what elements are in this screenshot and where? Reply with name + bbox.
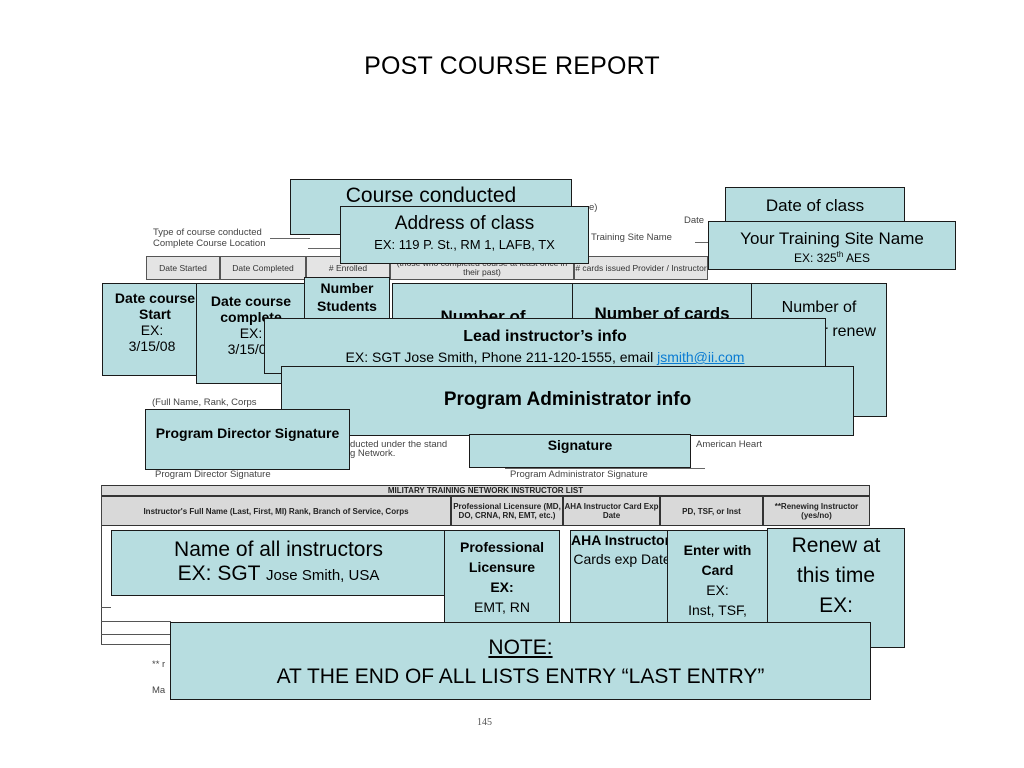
table-row (101, 607, 111, 608)
training-site-line (695, 242, 709, 243)
header-cards-issued: # cards issued Provider / Instructor (574, 256, 708, 280)
note-text: AT THE END OF ALL LISTS ENTRY “LAST ENTR… (276, 665, 765, 688)
renew-line-3: EX: (819, 594, 853, 617)
training-site-label: Training Site Name (591, 232, 672, 243)
pa-signature-label: Program Administrator Signature (510, 469, 648, 480)
callout-professional-licensure: Professional Licensure EX: EMT, RN (444, 530, 560, 631)
footnote-ma: Ma (152, 685, 166, 696)
lead-instructor-example: EX: SGT Jose Smith, Phone 211-120-1555, … (265, 349, 825, 365)
col-licensure: Professional Licensure (MD, DO, CRNA, RN… (451, 496, 563, 526)
form-bracket-e: e) (589, 202, 598, 213)
callout-program-director-signature: Program Director Signature (145, 409, 350, 470)
callout-course-conducted-text: Course conducted (345, 184, 517, 207)
lead-instructor-title: Lead instructor’s info (463, 328, 627, 345)
header-date-completed: Date Completed (220, 256, 306, 280)
footnote-star: ** r (152, 659, 166, 670)
page-title: POST COURSE REPORT (364, 52, 660, 80)
header-date-started: Date Started (146, 256, 220, 280)
table-row (101, 621, 171, 622)
page-number: 145 (477, 717, 492, 728)
table-left-border (101, 485, 102, 645)
callout-training-site: Your Training Site Name EX: 325th AES (708, 221, 956, 270)
callout-date-of-class-text: Date of class (765, 196, 865, 215)
renew-line-1: Renew at (791, 534, 881, 557)
program-admin-text: Program Administrator info (443, 389, 692, 410)
pa-signature-line (505, 468, 705, 469)
callout-aha-instructor: AHA Instructor or TSF Cards exp Date (570, 530, 674, 631)
prof-licensure-title: Professional Licensure (459, 539, 545, 575)
date-complete-value: 3/15/08 (227, 341, 275, 357)
address-example: EX: 119 P. St., RM 1, LAFB, TX (374, 237, 555, 252)
enter-with-card-value: Inst, TSF, (688, 602, 747, 618)
table-row (101, 634, 171, 635)
callout-enter-with-card: Enter with Card EX: Inst, TSF, (667, 530, 768, 631)
date-start-value: 3/15/08 (128, 338, 176, 354)
table-row (101, 644, 171, 645)
col-aha-card: AHA Instructor Card Exp Date (563, 496, 660, 526)
renew-line-2: this time (796, 564, 876, 587)
aha-value: Cards exp Date (573, 551, 671, 567)
name-instructors-example: EX: SGT Jose Smith, USA (112, 562, 445, 586)
lead-instructor-example-text: EX: SGT Jose Smith, Phone 211-120-1555, … (345, 349, 658, 365)
prof-licensure-value: EMT, RN (474, 599, 530, 615)
training-site-example: EX: 325th AES (709, 250, 955, 265)
address-title: Address of class (394, 213, 535, 234)
note-title: NOTE: (488, 636, 553, 659)
name-instructors-value: Jose Smith, USA (265, 567, 380, 584)
conducted-text-2: g Network. (350, 448, 396, 459)
training-site-example-prefix: EX: 325 (793, 251, 837, 265)
conducted-text-1: ducted under the stand (350, 439, 448, 450)
date-start-ex: EX: (140, 322, 164, 338)
instructor-list-title: MILITARY TRAINING NETWORK INSTRUCTOR LIS… (101, 485, 870, 496)
training-site-example-suffix: AES (843, 251, 871, 265)
pd-signature-label: Program Director Signature (155, 469, 271, 480)
enter-with-card-ex: EX: (706, 582, 729, 598)
date-start-title: Date course Start (114, 290, 196, 322)
number-students-text: Number Students (317, 280, 377, 314)
col-renewing: **Renewing Instructor (yes/no) (763, 496, 870, 526)
full-name-label: (Full Name, Rank, Corps (152, 397, 257, 408)
complete-location-line (308, 248, 344, 249)
col-instructor-name: Instructor's Full Name (Last, First, MI)… (101, 496, 451, 526)
callout-address-of-class: Address of class EX: 119 P. St., RM 1, L… (340, 206, 589, 264)
american-heart-text: American Heart (696, 439, 762, 450)
date-label: Date (684, 215, 705, 226)
enter-with-card-title: Enter with Card (683, 542, 752, 578)
lead-instructor-email-link[interactable]: jsmith@ii.com (657, 349, 745, 365)
type-of-course-line (270, 238, 310, 239)
callout-program-administrator: Program Administrator info (281, 366, 854, 436)
complete-location-label: Complete Course Location (153, 238, 266, 249)
program-director-signature-text: Program Director Signature (155, 425, 340, 441)
callout-note: NOTE: AT THE END OF ALL LISTS ENTRY “LAS… (170, 622, 871, 700)
callout-signature: Signature (469, 434, 691, 468)
name-instructors-ex: EX: SGT (177, 562, 266, 585)
date-complete-ex: EX: (239, 325, 263, 341)
callout-name-of-instructors: Name of all instructors EX: SGT Jose Smi… (111, 530, 446, 596)
callout-date-of-class: Date of class (725, 187, 905, 227)
callout-lead-instructor: Lead instructor’s info EX: SGT Jose Smit… (264, 318, 826, 374)
signature-text: Signature (547, 437, 613, 453)
col-pd-tsf: PD, TSF, or Inst (660, 496, 763, 526)
type-of-course-label: Type of course conducted (153, 227, 262, 238)
callout-date-course-start: Date course Start EX: 3/15/08 (102, 283, 202, 376)
aha-title: AHA Instructor or TSF (571, 532, 673, 548)
training-site-title: Your Training Site Name (740, 229, 924, 248)
name-instructors-title: Name of all instructors (174, 538, 383, 561)
prof-licensure-ex: EX: (490, 579, 514, 595)
training-site-example-sup: th (836, 250, 844, 259)
